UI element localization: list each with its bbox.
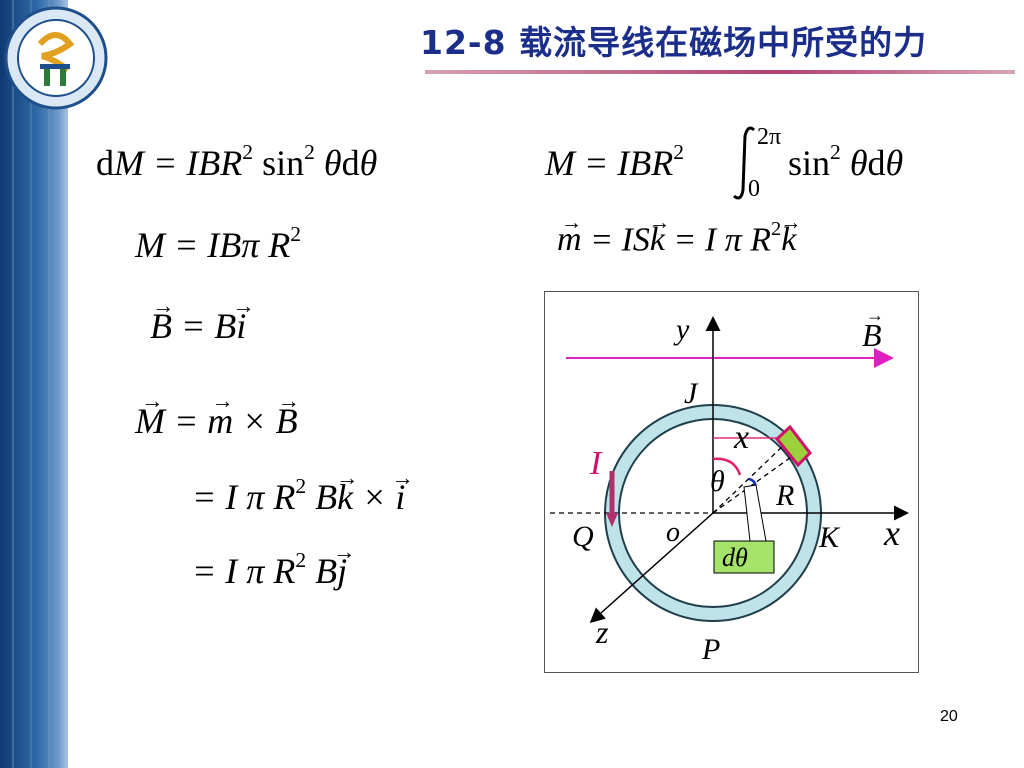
- z-axis: [589, 512, 714, 623]
- page-title: 12-8 载流导线在磁场中所受的力: [420, 23, 928, 62]
- equation-torque-line3: = I π R2 Bj: [192, 548, 347, 592]
- R-label: R: [775, 479, 794, 512]
- integral-integrand: sin2 θdθ: [788, 140, 904, 184]
- page-number: 20: [940, 708, 958, 725]
- title-underline: [425, 70, 1015, 74]
- equation-torque-cross: M = m × B: [135, 400, 298, 442]
- equation-torque-line2: = I π R2 Bk × i: [192, 474, 405, 518]
- equation-M-result: M = IBπ R2: [135, 222, 302, 266]
- x-upper-label: x: [733, 419, 749, 456]
- x-axis-label: x: [883, 513, 900, 553]
- dtheta-box: [713, 540, 775, 574]
- current-element: [774, 424, 812, 468]
- J-label: J: [684, 377, 699, 410]
- integral-upper-limit: 2π: [757, 124, 782, 150]
- equation-B-vector: B = Bi: [150, 305, 246, 347]
- B-field-label-arrow: →: [866, 305, 884, 325]
- dtheta-label: dθ: [722, 543, 748, 572]
- origin-label: o: [666, 517, 680, 548]
- B-field-label: B: [862, 317, 882, 353]
- y-axis-label: y: [673, 313, 690, 346]
- radius-line: [712, 442, 787, 514]
- diagram-frame: [544, 291, 919, 673]
- Q-label: Q: [572, 520, 594, 553]
- equation-magnetic-moment: m = ISk = I π R2k: [557, 218, 796, 259]
- integral-lower-limit: 0: [748, 176, 760, 202]
- equation-M-integral: M = IBR2: [545, 140, 685, 184]
- integral-sign: [733, 126, 756, 200]
- z-axis-label: z: [595, 614, 609, 650]
- theta-arc: [712, 457, 742, 476]
- theta-label: θ: [710, 465, 725, 498]
- I-label: I: [589, 445, 603, 482]
- equation-dM: dM = IBR2 sin2 θdθ: [96, 140, 378, 184]
- current-loop-diagram: y B → J x θ R I Q o K x dθ z P: [550, 305, 909, 666]
- K-label: K: [818, 521, 841, 554]
- P-label: P: [701, 633, 720, 666]
- sidebar-decoration: [0, 0, 68, 768]
- university-logo: [4, 6, 108, 110]
